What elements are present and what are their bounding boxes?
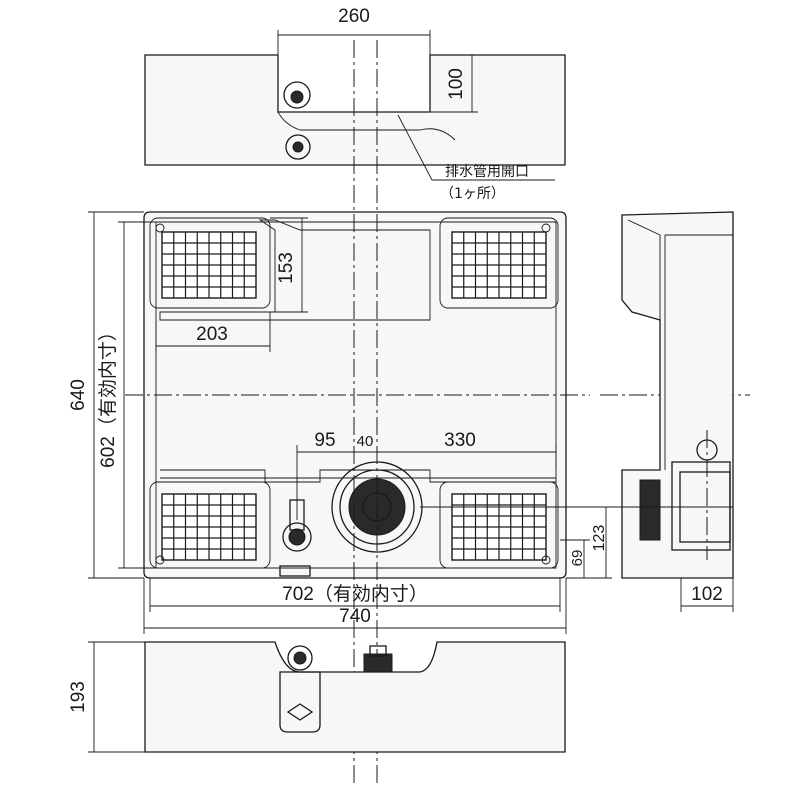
dim-right-offset: 330 [444, 430, 476, 451]
drain-opening-label: 排水管用開口 [445, 164, 529, 180]
dim-left-offset: 95 [314, 430, 335, 451]
dim-top-width: 260 [338, 6, 370, 27]
front-elevation-view: 193 [68, 641, 566, 753]
drain-opening-count: （1ヶ所） [440, 186, 505, 202]
plan-dimensions: 153 203 95 40 330 640 602（有効内寸） 702（有効内寸… [68, 211, 612, 634]
dim-inner-height: 602（有効内寸） [97, 322, 119, 468]
corner-pad-bottom-left [149, 481, 271, 569]
dim-front-height: 193 [68, 681, 89, 713]
dim-overall-height: 640 [68, 379, 89, 411]
dim-corner-width: 203 [196, 324, 228, 345]
corner-pad-top-left [149, 217, 271, 309]
plan-view [143, 211, 567, 579]
top-elevation-view: 260 100 排水管用開口 （1ヶ所） [144, 6, 566, 202]
dim-top-height: 100 [446, 68, 467, 100]
pad-grid-lines [162, 232, 546, 560]
side-elevation-view: 102 [612, 211, 734, 612]
dim-overall-width: 740 [339, 606, 371, 627]
dim-side-depth: 102 [691, 584, 723, 605]
dim-gap: 40 [357, 433, 374, 450]
dim-corner-height: 153 [276, 252, 297, 284]
dim-inner-width: 702（有効内寸） [282, 583, 428, 605]
dim-drain-height-1: 123 [591, 525, 608, 552]
dim-drain-height-2: 69 [569, 550, 586, 567]
side-drain [282, 499, 312, 552]
